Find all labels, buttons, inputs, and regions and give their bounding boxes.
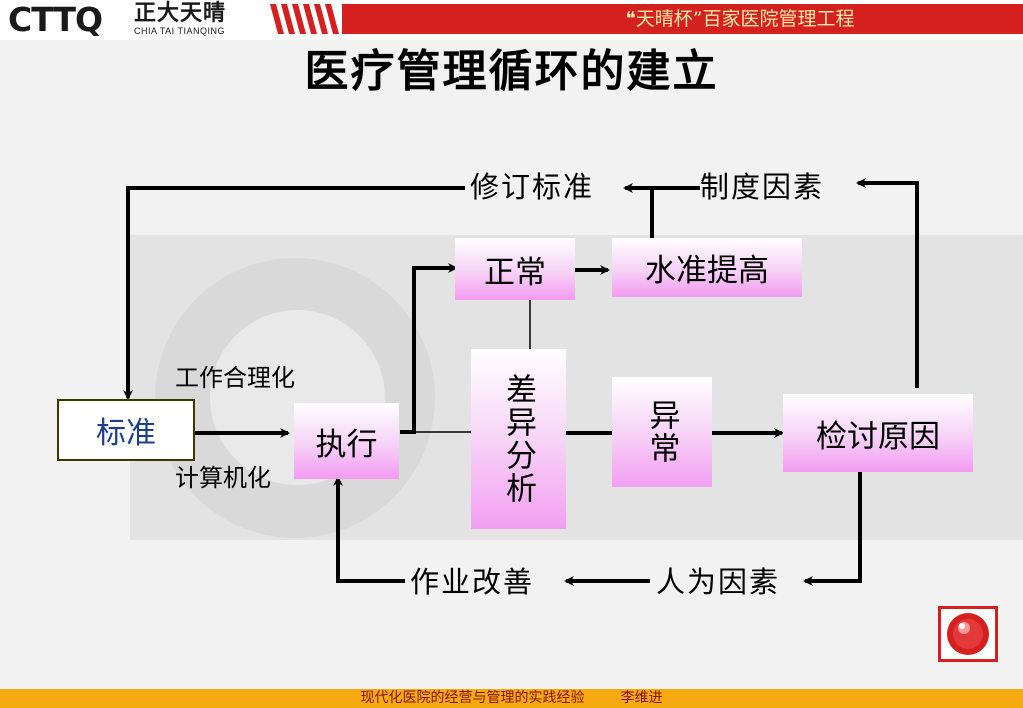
- normal-label: 正常: [484, 254, 546, 291]
- abnormal-label: 异常: [643, 399, 680, 465]
- work-rationalize-label: 工作合理化: [175, 364, 295, 392]
- page-title: 医疗管理循环的建立: [304, 46, 719, 97]
- company-name-en: CHIA TAI TIANQING: [134, 26, 226, 36]
- footer-bar: [0, 689, 1023, 708]
- home-button[interactable]: [938, 606, 998, 662]
- stripes-decoration: [270, 4, 339, 34]
- work-improve-label: 作业改善: [410, 565, 535, 599]
- level-up-box: 水准提高: [612, 238, 802, 297]
- revise-standard-label: 修订标准: [470, 170, 595, 204]
- standard-box: 标准: [57, 399, 195, 461]
- arrow-levelup-to-revise: [623, 183, 654, 238]
- execute-box: 执行: [294, 403, 399, 479]
- footer-author: 李维进: [620, 690, 663, 706]
- normal-box: 正常: [455, 238, 575, 300]
- execute-label: 执行: [315, 426, 378, 463]
- company-name-cn: 正大天晴: [134, 1, 227, 26]
- arrow-revise-to-standard: [123, 186, 465, 400]
- program-title: ❝天晴杯”百家医院管理工程: [625, 8, 855, 30]
- footer-caption: 现代化医院的经营与管理的实践经验 李维进: [0, 689, 1023, 708]
- variance-analysis-label: 差异分析: [500, 373, 536, 505]
- arrow-review-to-human: [803, 455, 862, 586]
- arrow-execute-to-normal: [400, 263, 458, 434]
- variance-analysis-box: 差异分析: [471, 349, 566, 529]
- footer-source: 现代化医院的经营与管理的实践经验: [360, 690, 585, 706]
- human-factor-label: 人为因素: [656, 565, 781, 599]
- level-up-label: 水准提高: [645, 253, 769, 289]
- review-cause-box: 检讨原因: [783, 394, 973, 472]
- system-factor-label: 制度因素: [700, 170, 825, 204]
- arrow-improve-to-execute: [333, 476, 405, 583]
- program-banner: [342, 4, 1023, 34]
- computerize-label: 计算机化: [175, 464, 271, 492]
- abnormal-box: 异常: [612, 377, 712, 487]
- home-button-icon: [947, 613, 989, 655]
- arrow-review-to-system: [856, 178, 919, 388]
- review-cause-label: 检讨原因: [816, 418, 940, 455]
- standard-label: 标准: [96, 416, 156, 451]
- company-logo: CTTQ: [8, 0, 103, 39]
